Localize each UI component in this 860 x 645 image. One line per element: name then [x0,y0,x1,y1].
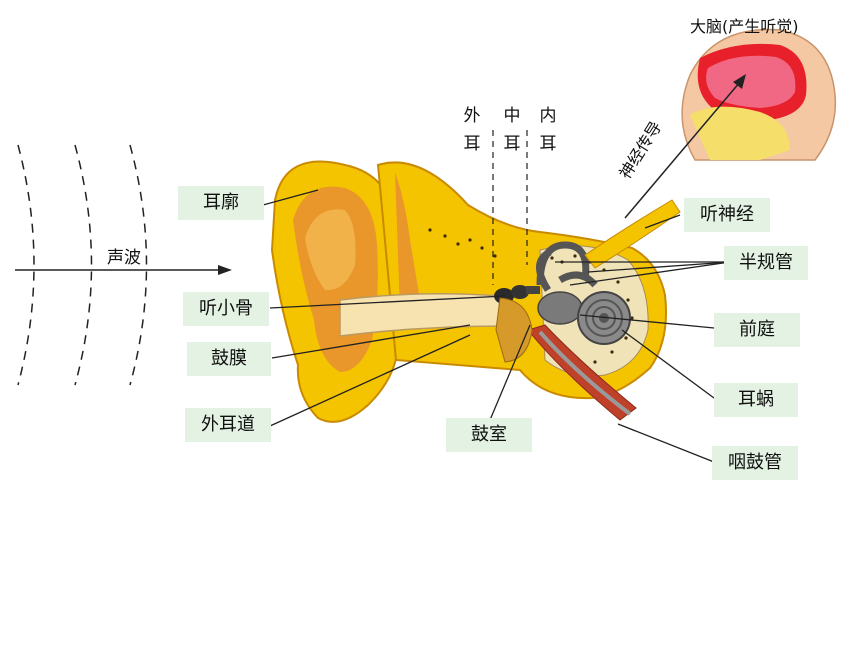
region-middle-char1: 中 [503,106,521,126]
leader-lines [262,189,731,463]
label-eustachian-tube: 咽鼓管 [712,446,798,480]
vestibule [537,291,583,325]
region-middle-char2: 耳 [503,134,521,154]
label-tympanic-cavity: 鼓室 [446,418,532,452]
region-dividers [492,130,528,285]
label-ossicles: 听小骨 [183,292,269,326]
region-inner-char1: 内 [539,106,557,126]
region-inner-char2: 耳 [539,134,557,154]
cochlea [577,291,631,345]
label-semicircular-canals: 半规管 [724,246,808,280]
sound-waves [17,144,148,386]
region-outer-char1: 外 [463,106,481,126]
tympanic-cavity [495,297,533,363]
nerve-arrow [624,74,746,219]
label-auricle: 耳廓 [178,186,264,220]
auditory-nerve [584,199,681,269]
sound-wave-label: 声波 [107,248,141,268]
outer-ear [270,160,400,423]
label-ear-canal: 外耳道 [185,408,271,442]
brain-label: 大脑(产生听觉) [690,17,799,36]
head-silhouette [681,28,837,161]
sound-arrow [15,265,232,275]
label-cochlea: 耳蜗 [714,383,798,417]
label-eardrum: 鼓膜 [187,342,271,376]
semicircular-canals [536,241,598,292]
label-auditory-nerve: 听神经 [684,198,770,232]
label-vestibule: 前庭 [714,313,800,347]
eustachian-tube [527,324,637,421]
region-outer-char2: 耳 [463,134,481,154]
temporal-bone [376,161,667,400]
